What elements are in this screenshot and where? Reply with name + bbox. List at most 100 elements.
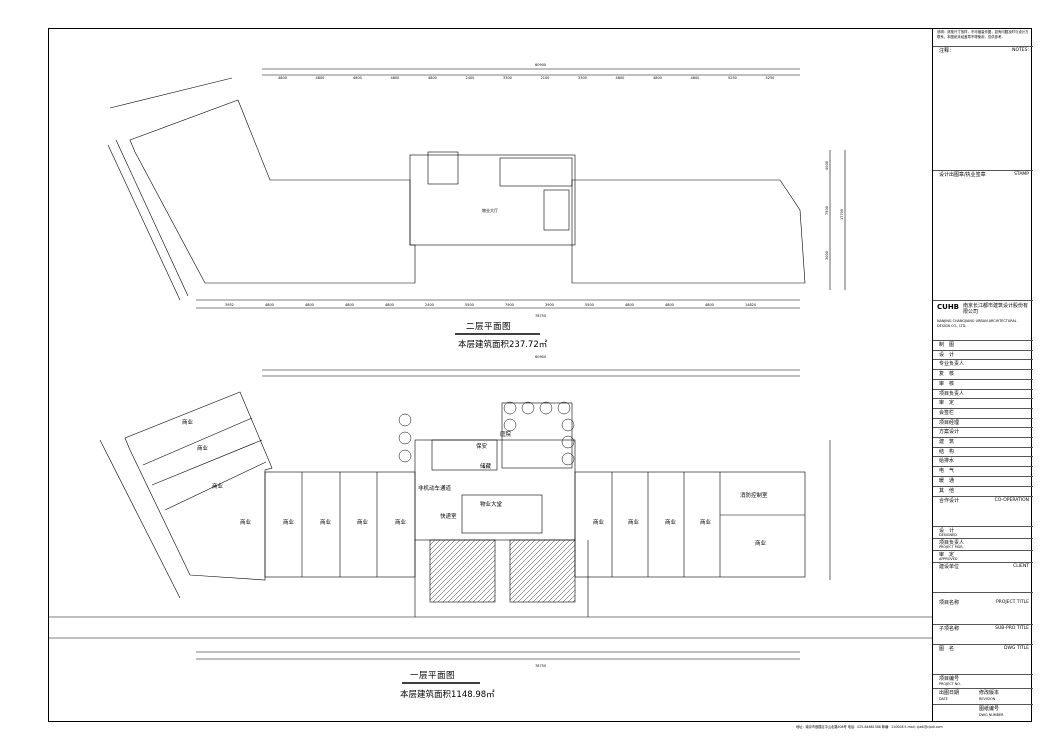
role-row: 电 气 — [933, 466, 1033, 477]
tree-symbol — [521, 401, 535, 415]
dimension-label: 5500 — [585, 303, 594, 307]
role-label: 审 核 — [939, 380, 955, 387]
dimension-label: 7900 — [505, 303, 514, 307]
dimension-label: 3300 — [578, 76, 587, 80]
role-row: 建 筑 — [933, 437, 1033, 448]
dimension-label: 4800 — [653, 76, 662, 80]
pm-en: PROJECT MGR. — [939, 545, 964, 549]
tree-symbol — [557, 401, 571, 415]
role-label: 制 图 — [939, 342, 955, 348]
notes-section: 注释： NOTES: — [933, 46, 1033, 197]
designed-en: DESIGNED — [939, 533, 957, 537]
role-label: 暖 通 — [939, 477, 955, 484]
upper-plan-area: 本层建筑面积237.72㎡ — [458, 340, 548, 350]
role-row: 专业负责人 — [933, 359, 1033, 370]
notes-label: 注释： — [939, 48, 955, 54]
title-block: 说明：请按尺寸放样，不可缩量作图，如有问题及时与设计方联系，本图纸未经盖章不得使… — [932, 28, 1033, 723]
date-label: 出图日期 — [939, 690, 960, 696]
date-en: DATE — [939, 697, 948, 701]
dwg-title-section: 图 名 DWG TITLE — [933, 644, 1033, 675]
stamp-en: STAMP — [1014, 172, 1029, 177]
dimension-label: 3900 — [545, 303, 554, 307]
upper-plan-title: 二层平面图 — [466, 322, 512, 332]
dimension-label: 14820 — [745, 303, 756, 307]
room-label: 商业 — [628, 518, 640, 526]
dimension-label: 3000 — [825, 251, 829, 260]
role-row: 审 核 — [933, 378, 1033, 390]
approved-en: APPROVED — [939, 557, 958, 561]
revision-en: REVISION — [979, 697, 996, 701]
role-row: 其 他 — [933, 485, 1033, 497]
room-label: 商业 — [395, 518, 407, 526]
client-en: CLIENT — [1013, 564, 1029, 569]
lower-bottom-total: 78750 — [535, 664, 546, 668]
revision-label: 修改版本 — [979, 690, 1000, 696]
role-label: 项目经理 — [939, 419, 960, 426]
role-label: 给排水 — [939, 458, 955, 465]
subpro-section: 子项名称 SUB-PRO TITLE — [933, 624, 1033, 645]
dwg-no-en: DWG NUMBER — [979, 713, 1004, 717]
tree-symbol — [561, 435, 575, 449]
client-section: 建设单位 CLIENT — [933, 562, 1033, 593]
role-row: 项目经理 — [933, 417, 1033, 429]
dimension-label: 17700 — [840, 209, 844, 220]
project-no-en: PROJECT NO. — [939, 682, 961, 686]
dimension-label: 4800 — [391, 76, 400, 80]
tree-symbol — [398, 431, 412, 445]
role-label: 其 他 — [939, 487, 955, 494]
role-row: 暖 通 — [933, 475, 1033, 487]
role-label: 会签栏 — [939, 409, 955, 416]
room-label: 储藏 — [480, 462, 492, 470]
room-label: 商业 — [197, 444, 209, 452]
tree-symbol — [539, 401, 553, 415]
cooperation-label: 合作设计 — [939, 498, 960, 504]
approved-label: 审 定 — [939, 552, 955, 558]
tree-symbol — [398, 413, 412, 427]
role-label: 审 定 — [939, 400, 955, 407]
room-label: 商业 — [665, 518, 677, 526]
dwg-number-row: 图纸编号 DWG NUMBER — [933, 704, 1033, 723]
room-label: 商业 — [357, 518, 369, 526]
dimension-label: 4800 — [353, 76, 362, 80]
dwg-label: 图 名 — [939, 646, 955, 652]
role-label: 结 构 — [939, 448, 955, 455]
tree-symbol — [561, 452, 575, 466]
role-label: 专业负责人 — [939, 361, 965, 368]
company-name-en: NANJING CHANGJIANG URBAN ARCHITECTURAL D… — [937, 319, 1017, 328]
room-label: 商业 — [593, 518, 605, 526]
role-row: 复 核 — [933, 369, 1033, 380]
role-label: 设 计 — [939, 351, 955, 358]
dimension-label: 4800 — [305, 303, 314, 307]
dimension-label: 4800 — [265, 303, 274, 307]
role-row: 制 图 — [933, 340, 1033, 351]
footer-address: 地址：南京市鼓楼区中山北路408号 电话：025-84881388 邮编：210… — [796, 725, 943, 729]
room-label: 物业大堂 — [480, 500, 503, 508]
dimension-label: 4800 — [665, 303, 674, 307]
lower-plan-title: 一层平面图 — [410, 671, 456, 681]
room-label: 商业 — [755, 539, 767, 547]
dimension-label: 2400 — [466, 76, 475, 80]
dimension-label: 5250 — [766, 76, 775, 80]
tree-symbol — [503, 418, 517, 432]
dimension-label: 2400 — [425, 303, 434, 307]
dwg-en: DWG TITLE — [1003, 646, 1029, 651]
designed-label: 设 计 — [939, 528, 955, 534]
dimension-label: 4800 — [625, 303, 634, 307]
role-row: 项目负责人 — [933, 388, 1033, 400]
room-label: 保安 — [476, 442, 488, 450]
room-label: 商业 — [283, 518, 295, 526]
role-label: 建 筑 — [939, 439, 955, 445]
role-label: 方案设计 — [939, 429, 960, 436]
client-label: 建设单位 — [939, 564, 960, 570]
dimension-label: 5250 — [728, 76, 737, 80]
pm-label: 项目负责人 — [939, 540, 965, 546]
cooperation-section: 合作设计 CO-OPERATION — [933, 496, 1033, 527]
lower-plan-area: 本层建筑面积1148.98㎡ — [400, 690, 495, 700]
room-label: 商业 — [320, 518, 332, 526]
dimension-label: 4800 — [705, 303, 714, 307]
project-no-label: 项目编号 — [939, 676, 960, 682]
tree-symbol — [503, 401, 517, 415]
dimension-label: 4800 — [385, 303, 394, 307]
